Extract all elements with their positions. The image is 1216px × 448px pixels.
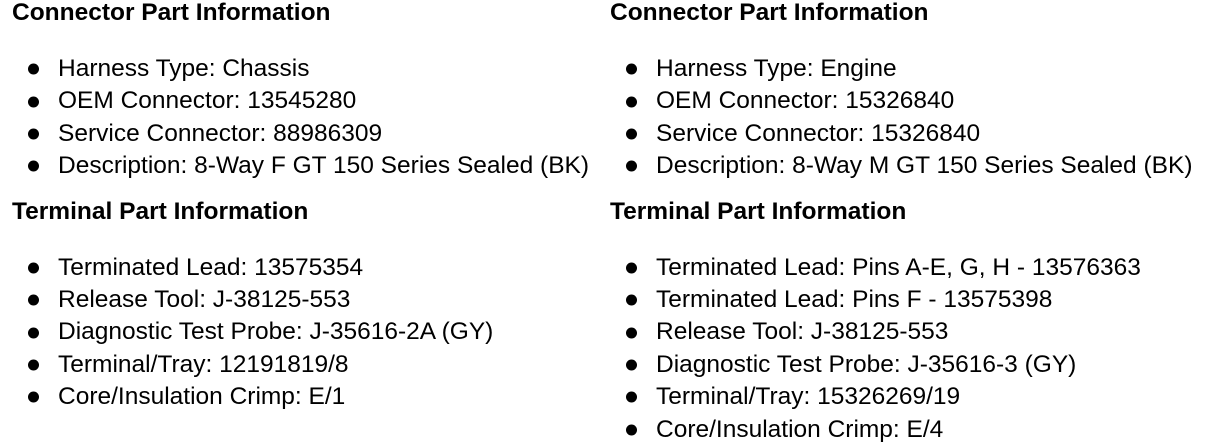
list-item-text: Diagnostic Test Probe: J-35616-3 (GY) xyxy=(656,350,1077,378)
bullet-list: Terminated Lead: Pins A-E, G, H - 135763… xyxy=(610,252,1216,446)
bullet-list: Harness Type: Chassis OEM Connector: 135… xyxy=(12,53,608,183)
list-item-text: Terminated Lead: Pins F - 13575398 xyxy=(656,286,1053,314)
bullet-icon xyxy=(626,294,637,306)
list-item-text: Description: 8-Way F GT 150 Series Seale… xyxy=(58,152,590,180)
column-left: Connector Part Information Harness Type:… xyxy=(12,0,608,414)
list-item: Release Tool: J-38125-553 xyxy=(12,284,608,316)
list-item-text: Service Connector: 88986309 xyxy=(58,119,383,147)
list-item-text: Terminal/Tray: 12191819/8 xyxy=(58,350,349,378)
bullet-icon xyxy=(626,359,637,371)
list-item-text: Terminated Lead: 13575354 xyxy=(58,253,364,281)
list-item: Release Tool: J-38125-553 xyxy=(610,316,1216,348)
bullet-list: Harness Type: Engine OEM Connector: 1532… xyxy=(610,53,1216,183)
column-right: Connector Part Information Harness Type:… xyxy=(608,0,1216,448)
list-item: Terminated Lead: 13575354 xyxy=(12,252,608,284)
list-item-text: Release Tool: J-38125-553 xyxy=(656,318,949,346)
bullet-icon xyxy=(28,96,39,108)
list-item-text: Description: 8-Way M GT 150 Series Seale… xyxy=(656,152,1193,180)
list-item-text: Core/Insulation Crimp: E/1 xyxy=(58,383,346,411)
bullet-icon xyxy=(626,160,637,172)
bullet-icon xyxy=(28,359,39,371)
terminal-part-info-section: Terminal Part Information Terminated Lea… xyxy=(610,197,1216,446)
list-item-text: OEM Connector: 15326840 xyxy=(656,87,955,115)
list-item: OEM Connector: 13545280 xyxy=(12,85,608,117)
list-item: Terminated Lead: Pins A-E, G, H - 135763… xyxy=(610,252,1216,284)
list-item: Diagnostic Test Probe: J-35616-2A (GY) xyxy=(12,316,608,348)
section-title: Terminal Part Information xyxy=(12,197,309,225)
bullet-icon xyxy=(28,128,39,140)
list-item: Harness Type: Engine xyxy=(610,53,1216,85)
bullet-icon xyxy=(28,294,39,306)
list-item: Terminal/Tray: 15326269/19 xyxy=(610,381,1216,413)
list-item: Harness Type: Chassis xyxy=(12,53,608,85)
section-title: Connector Part Information xyxy=(610,0,929,26)
list-item: Terminated Lead: Pins F - 13575398 xyxy=(610,284,1216,316)
list-item-text: Release Tool: J-38125-553 xyxy=(58,286,351,314)
list-item-text: Terminal/Tray: 15326269/19 xyxy=(656,383,961,411)
list-item-text: Core/Insulation Crimp: E/4 xyxy=(656,415,944,443)
list-item: Service Connector: 88986309 xyxy=(12,118,608,150)
bullet-icon xyxy=(28,262,39,274)
bullet-icon xyxy=(28,327,39,339)
list-item-text: Diagnostic Test Probe: J-35616-2A (GY) xyxy=(58,318,494,346)
list-item: Description: 8-Way M GT 150 Series Seale… xyxy=(610,150,1216,182)
list-item-text: Service Connector: 15326840 xyxy=(656,119,981,147)
list-item: Service Connector: 15326840 xyxy=(610,118,1216,150)
bullet-icon xyxy=(28,63,39,75)
bullet-icon xyxy=(626,424,637,436)
list-item: Description: 8-Way F GT 150 Series Seale… xyxy=(12,150,608,182)
list-item: OEM Connector: 15326840 xyxy=(610,85,1216,117)
list-item: Diagnostic Test Probe: J-35616-3 (GY) xyxy=(610,349,1216,381)
connector-part-info-section: Connector Part Information Harness Type:… xyxy=(610,0,1216,183)
bullet-icon xyxy=(626,262,637,274)
connector-part-info-section: Connector Part Information Harness Type:… xyxy=(12,0,608,183)
section-title: Connector Part Information xyxy=(12,0,331,26)
bullet-icon xyxy=(28,160,39,172)
list-item-text: OEM Connector: 13545280 xyxy=(58,87,357,115)
list-item: Core/Insulation Crimp: E/1 xyxy=(12,381,608,413)
list-item: Terminal/Tray: 12191819/8 xyxy=(12,349,608,381)
list-item: Core/Insulation Crimp: E/4 xyxy=(610,414,1216,446)
bullet-icon xyxy=(626,327,637,339)
bullet-icon xyxy=(626,128,637,140)
terminal-part-info-section: Terminal Part Information Terminated Lea… xyxy=(12,197,608,414)
bullet-icon xyxy=(626,63,637,75)
list-item-text: Harness Type: Chassis xyxy=(58,55,310,82)
bullet-icon xyxy=(28,391,39,403)
section-title: Terminal Part Information xyxy=(610,197,907,225)
list-item-text: Terminated Lead: Pins A-E, G, H - 135763… xyxy=(656,253,1141,281)
bullet-list: Terminated Lead: 13575354 Release Tool: … xyxy=(12,252,608,414)
list-item-text: Harness Type: Engine xyxy=(656,55,897,82)
bullet-icon xyxy=(626,391,637,403)
bullet-icon xyxy=(626,96,637,108)
